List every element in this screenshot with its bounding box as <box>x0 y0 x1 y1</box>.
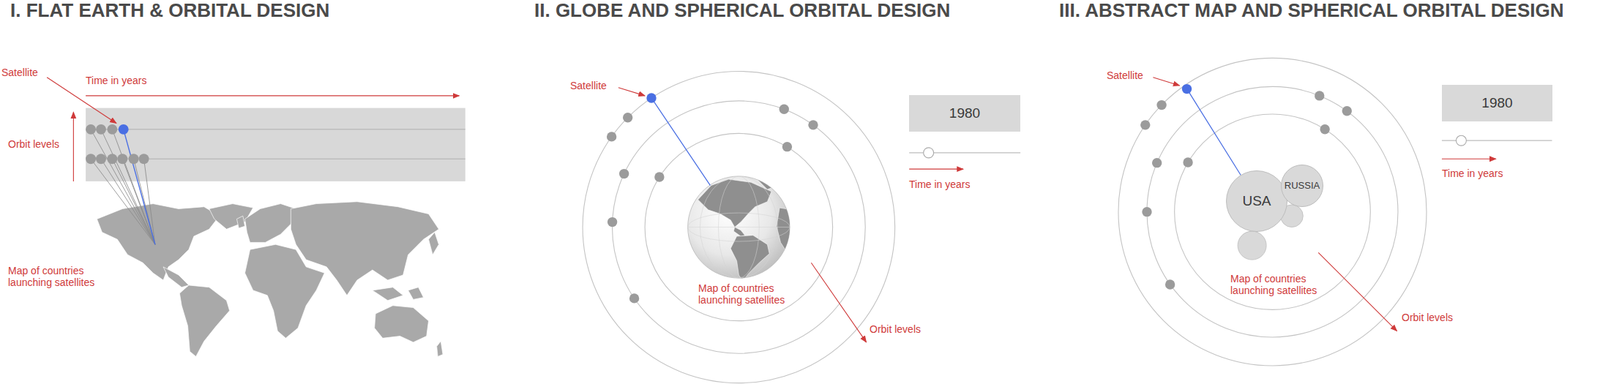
selected-satellite <box>118 124 129 135</box>
orbit-band <box>85 108 466 182</box>
orbit-pointer <box>1318 252 1397 331</box>
country-bubble: RUSSIA <box>1280 164 1325 208</box>
annotation-label: Satellite <box>570 79 607 92</box>
orbit-ring <box>611 101 866 354</box>
satellite-dot <box>607 217 618 227</box>
year-box: 1980 <box>1441 84 1553 122</box>
panel-title: I. FLAT EARTH & ORBITAL DESIGN <box>10 0 330 22</box>
satellite-dot <box>779 104 790 115</box>
annotation-label: Time in years <box>1441 167 1504 180</box>
country-name: USA <box>1242 193 1271 210</box>
time-arrow <box>909 169 964 170</box>
orbit-ring <box>644 133 833 321</box>
annotation-label: Map of countries launching satellites <box>698 282 801 306</box>
slider-knob <box>923 147 934 159</box>
globe-land <box>698 177 795 282</box>
satellite-dot <box>1141 207 1152 217</box>
abstract-panel <box>1118 57 1553 366</box>
satellite-dot <box>1314 90 1325 101</box>
satellite-dot <box>1165 279 1175 290</box>
link-lines <box>90 129 156 245</box>
selected-satellite <box>1182 84 1192 94</box>
satellite-dots <box>85 124 149 164</box>
panel-title: III. ABSTRACT MAP AND SPHERICAL ORBITAL … <box>1059 0 1565 22</box>
satellite-pointer <box>618 87 645 96</box>
orbit-arrow <box>73 111 74 182</box>
satellite-dot <box>782 141 792 152</box>
satellite-link <box>652 98 710 186</box>
time-arrow <box>1441 158 1497 160</box>
globe-panel <box>582 70 1021 383</box>
satellite-dot <box>1182 157 1193 167</box>
orbit-line <box>85 128 466 130</box>
orbit-pointer <box>810 262 866 343</box>
orbit-ring <box>582 70 896 383</box>
country-name: RUSSIA <box>1284 180 1320 192</box>
annotation-label: Map of countries launching satellites <box>1230 273 1333 297</box>
year-box: 1980 <box>909 95 1021 132</box>
satellite-dot <box>622 112 633 123</box>
annotation-label: Orbit levels <box>1401 311 1453 324</box>
year-value: 1980 <box>1481 95 1513 112</box>
year-value: 1980 <box>949 105 981 122</box>
satellite-link <box>1186 88 1241 175</box>
world-map <box>96 202 443 358</box>
slider-knob <box>1455 135 1467 146</box>
satellite-dot <box>1342 106 1352 116</box>
satellite-dot <box>606 131 617 142</box>
country-bubble: USA <box>1225 170 1288 233</box>
satellite-dot <box>629 293 639 304</box>
globe-grid <box>688 176 790 279</box>
annotation-label: Time in years <box>909 178 971 191</box>
satellite-dot <box>1152 158 1162 168</box>
country-bubble <box>1237 231 1267 260</box>
satellite-pointer <box>1152 77 1180 86</box>
orbit-ring <box>1146 86 1398 338</box>
annotation-label: Orbit levels <box>8 138 60 151</box>
satellite-dot <box>619 169 629 179</box>
selected-satellite <box>646 92 656 103</box>
satellite-dot <box>1319 124 1330 134</box>
annotation-label: Map of countries launching satellites <box>8 264 111 289</box>
flat-earth-panel <box>46 77 466 358</box>
annotation-label: Orbit levels <box>869 323 921 336</box>
satellite-link <box>123 129 156 245</box>
annotation-label: Satellite <box>1 66 39 79</box>
satellite-dot <box>1156 100 1166 110</box>
time-arrow <box>85 95 459 96</box>
satellite-dot <box>654 172 664 182</box>
satellite-dot <box>1140 120 1150 130</box>
annotation-label: Time in years <box>85 74 148 87</box>
orbit-satellites <box>606 84 1352 304</box>
annotation-label: Satellite <box>1106 69 1144 82</box>
satellite-dot <box>808 120 818 130</box>
orbit-ring <box>1174 114 1371 310</box>
panel-title: II. GLOBE AND SPHERICAL ORBITAL DESIGN <box>534 0 951 22</box>
orbit-ring <box>1118 57 1427 366</box>
